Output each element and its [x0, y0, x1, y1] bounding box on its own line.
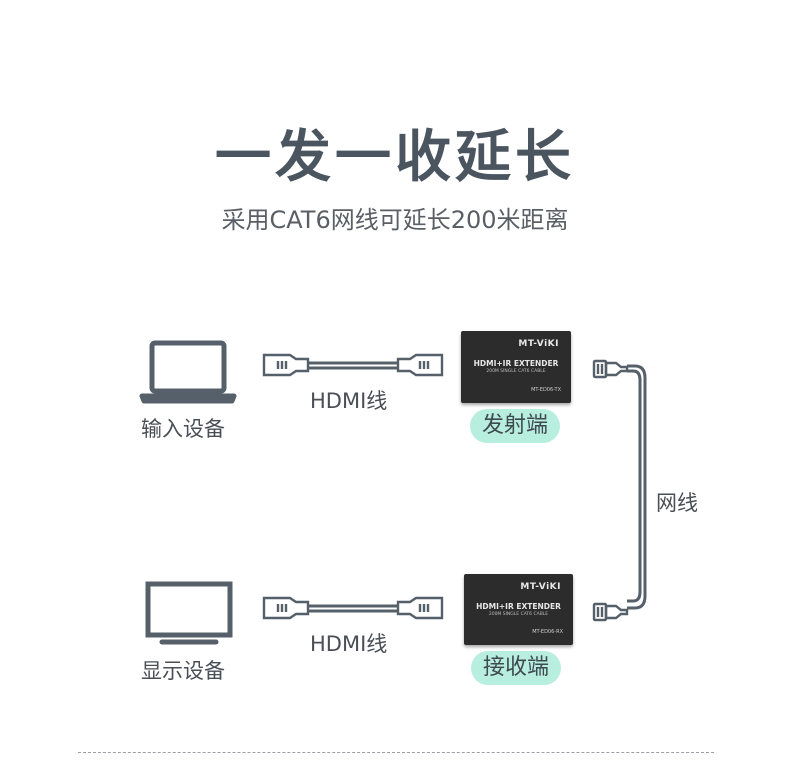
transmitter-brand: MT-ViKI: [518, 339, 559, 349]
transmitter-model: MT-ED06-TX: [531, 387, 561, 393]
transmitter-product-sub: 200M SINGLE CAT6 CABLE: [486, 369, 546, 374]
bottom-divider: [78, 752, 714, 753]
ethernet-cable-icon: [592, 359, 647, 622]
receiver-product: HDMI+IR EXTENDER: [476, 602, 561, 611]
receiver-model: MT-ED06-RX: [532, 629, 563, 635]
transmitter-role-badge: 发射端: [470, 409, 561, 443]
monitor-icon: [145, 581, 233, 645]
display-label: 显示设备: [141, 659, 225, 683]
hdmi-label-top: HDMI线: [310, 389, 388, 413]
laptop-icon: [139, 340, 237, 404]
page-subtitle: 采用CAT6网线可延长200米距离: [221, 206, 569, 234]
receiver-role-badge: 接收端: [471, 651, 562, 685]
transmitter-device: MT-ViKI HDMI+IR EXTENDER 200M SINGLE CAT…: [461, 331, 571, 403]
transmitter-product: HDMI+IR EXTENDER: [473, 359, 559, 368]
receiver-product-sub: 200M SINGLE CAT6 CABLE: [488, 612, 549, 617]
hdmi-cable-icon-bottom: [262, 596, 444, 620]
receiver-device: MT-ViKI HDMI+IR EXTENDER 200M SINGLE CAT…: [464, 574, 573, 645]
hdmi-label-bottom: HDMI线: [310, 632, 388, 656]
receiver-brand: MT-ViKI: [520, 582, 561, 592]
source-label: 输入设备: [141, 417, 225, 441]
page-title: 一发一收延长: [215, 125, 575, 190]
hdmi-cable-icon: [262, 353, 444, 377]
network-cable-label: 网线: [656, 491, 698, 515]
